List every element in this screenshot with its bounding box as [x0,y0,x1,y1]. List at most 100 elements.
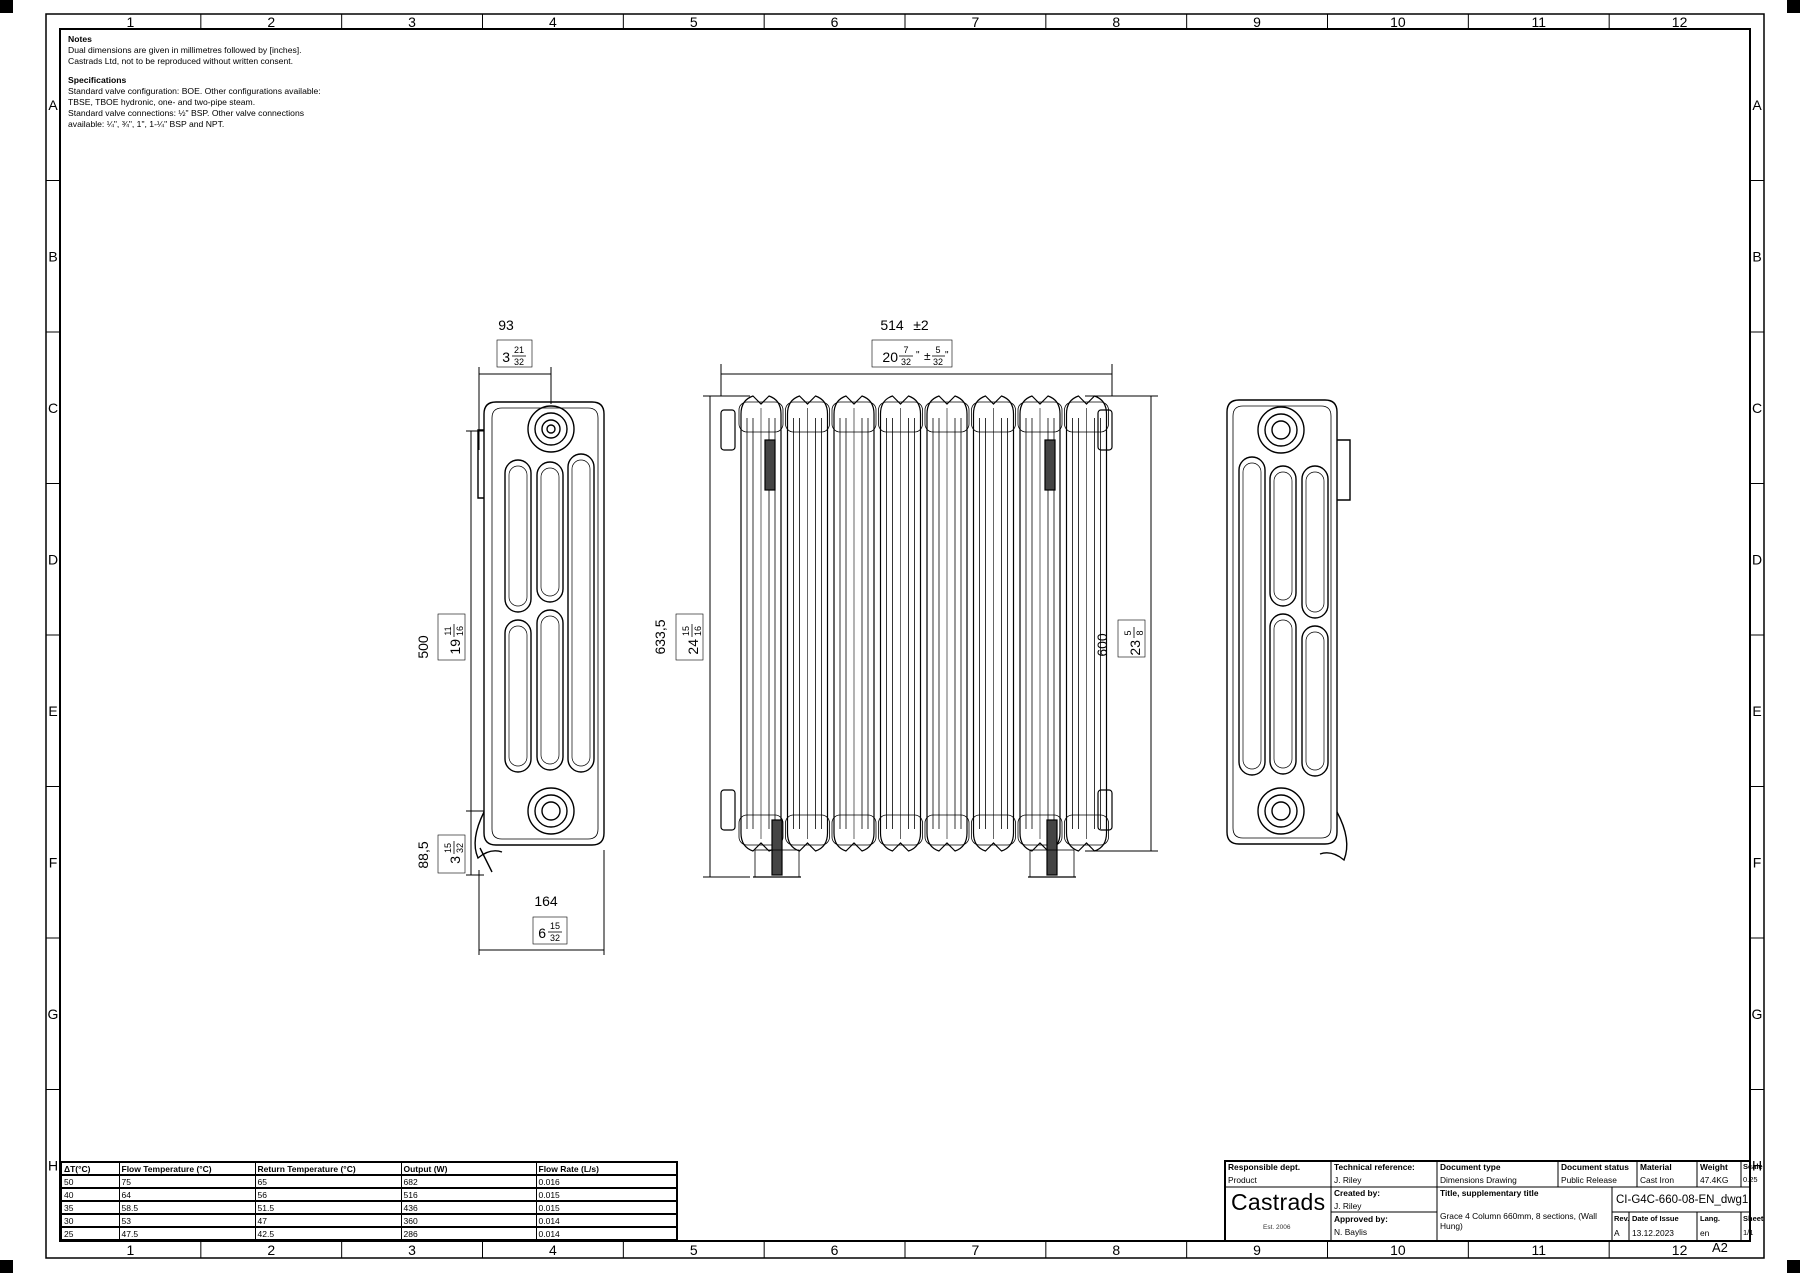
dim-depth-bottom-den: 32 [550,933,560,943]
table-cell: 516 [400,1187,537,1202]
dim-length-tol-num: 5 [935,345,940,355]
note-line: Dual dimensions are given in millimetres… [68,44,302,55]
grid-column-label: 3 [408,1242,416,1258]
column-header: ΔT(°C) [60,1161,120,1176]
svg-text:": " [916,350,920,361]
drawing-title: Grace 4 Column 660mm, 8 sections, (Wall … [1440,1211,1598,1231]
grid-column-label: 5 [690,1242,698,1258]
dim-section-height-mm: 600 [1094,633,1110,657]
table-cell: 35 [60,1200,120,1215]
grid-row-label: E [1752,703,1761,719]
established-text: Est. 2006 [1263,1224,1291,1231]
table-cell: 286 [400,1226,537,1241]
dim-depth-top-num: 21 [514,345,524,355]
created-by: J. Riley [1334,1201,1362,1211]
corner-mark-top-left [0,0,13,13]
dim-length-in: 20 [882,349,898,365]
front-view [720,395,1113,878]
table-cell: 436 [400,1200,537,1215]
front-view-dimensions [703,364,1158,878]
grid-column-label: 12 [1672,1242,1688,1258]
dim-overall-height-mm: 633,5 [652,619,668,654]
date-of-issue: 13.12.2023 [1632,1228,1674,1238]
language: en [1700,1228,1710,1238]
dim-floor-mm: 88,5 [415,841,431,868]
approved-by: N. Baylis [1334,1227,1368,1237]
title-label: Title, supplementary title [1440,1188,1539,1198]
grid-column-label: 1 [127,14,135,30]
title-block-frame [1224,1160,1751,1242]
document-type-label: Document type [1440,1162,1501,1172]
corner-mark-bottom-right [1787,1260,1800,1273]
dim-section-height-den: 8 [1135,630,1145,635]
grid-column-label: 6 [831,14,839,30]
table-cell: 47 [254,1213,402,1228]
table-cell: 53 [118,1213,256,1228]
grid-row-label: H [1752,1157,1762,1173]
spec-line: Standard valve connections: ½" BSP. Othe… [68,107,305,118]
table-cell: 0.015 [535,1187,678,1202]
dim-centres-den: 16 [455,626,465,636]
note-line: Castrads Ltd, not to be reproduced witho… [68,55,293,66]
grid-column-label: 9 [1253,14,1261,30]
grid-row-label: A [48,97,58,113]
grid-column-label: 2 [267,14,275,30]
table-cell: 65 [254,1174,402,1189]
svg-text:": " [945,350,949,361]
dim-centres-mm: 500 [415,635,431,659]
grid-row-label: D [1752,551,1762,567]
grid-row-label: F [49,854,58,870]
responsible-dept-label: Responsible dept. [1228,1162,1301,1172]
grid-column-label: 8 [1112,1242,1120,1258]
dimension-labels: 93 3 21 32 164 6 15 32 500 19 11 16 88,5… [415,317,1146,945]
scale: 0.25 [1743,1175,1758,1184]
castrads-logo: Castrads [1231,1189,1326,1215]
table-row: 35 58.5 51.5 436 0.015 [60,1200,678,1215]
material: Cast Iron [1640,1175,1674,1185]
notes-heading: Notes [68,34,92,44]
table-cell: 682 [400,1174,537,1189]
grid-column-label: 4 [549,14,557,30]
column-header: Flow Rate (L/s) [535,1161,678,1176]
table-cell: 360 [400,1213,537,1228]
side-view-dimensions [466,367,605,955]
dim-overall-height-in: 24 [685,639,701,655]
table-cell: 47.5 [118,1226,256,1241]
grid-row-label: B [1752,248,1761,264]
grid-column-label: 6 [831,1242,839,1258]
side-view-left [474,401,605,873]
grid-column-label: 8 [1112,14,1120,30]
table-row: 50 75 65 682 0.016 [60,1174,678,1189]
table-row: 40 64 56 516 0.015 [60,1187,678,1202]
grid-row-label: C [1752,400,1762,416]
grid-row-label: H [48,1157,58,1173]
inner-border [59,28,1751,1242]
dim-depth-bottom-num: 15 [550,921,560,931]
document-status-label: Document status [1561,1162,1629,1172]
dim-depth-bottom-mm: 164 [534,893,558,909]
grid-column-label: 11 [1531,1242,1546,1258]
dim-length-mm: 514 [880,317,904,333]
dim-centres-num: 11 [443,626,453,635]
dim-centres-in: 19 [447,639,463,655]
dim-depth-top-mm: 93 [498,317,514,333]
dim-length-num: 7 [903,345,908,355]
dim-floor-in: 3 [447,856,463,864]
material-label: Material [1640,1162,1672,1172]
column-header: Flow Temperature (°C) [118,1161,256,1176]
dim-depth-top-den: 32 [514,357,524,367]
column-header: Output (W) [400,1161,537,1176]
grid-column-label: 11 [1531,14,1546,30]
dim-depth-top-in: 3 [502,349,510,365]
document-type: Dimensions Drawing [1440,1175,1517,1185]
sheet-label: Sheet [1743,1214,1764,1223]
drawing-number: CI-G4C-660-08-EN_dwg1 [1616,1194,1749,1206]
grid-row-label: D [48,551,58,567]
grid-column-label: 1 [127,1242,135,1258]
table-cell: 0.016 [535,1174,678,1189]
table-row: 30 53 47 360 0.014 [60,1213,678,1228]
technical-reference-label: Technical reference: [1334,1162,1415,1172]
table-cell: 0.014 [535,1213,678,1228]
